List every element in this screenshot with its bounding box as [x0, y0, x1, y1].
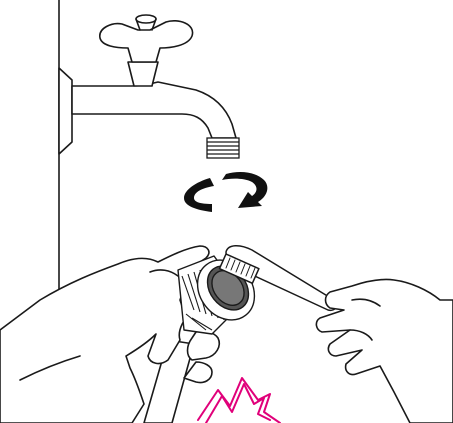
faucet-icon: [59, 15, 236, 154]
water-squiggle-icon: [198, 378, 280, 423]
right-hand: [316, 279, 453, 423]
threaded-spout-icon: [207, 138, 239, 158]
rotation-arrow-icon: [184, 172, 267, 212]
